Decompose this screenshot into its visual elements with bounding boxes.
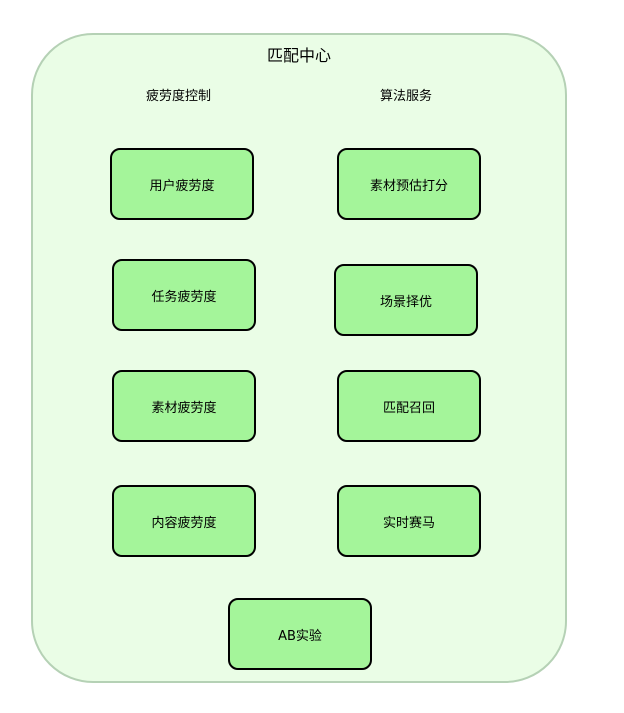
fatigue-control-label: 疲劳度控制: [146, 89, 212, 104]
scene-selection-node: 场景择优: [334, 264, 478, 336]
material-score-node: 素材预估打分: [337, 148, 481, 220]
matching-center-container: [31, 33, 567, 683]
ab-test-node: AB实验: [228, 598, 372, 670]
algorithm-service-label: 算法服务: [380, 89, 433, 104]
task-fatigue-node: 任务疲劳度: [112, 259, 256, 331]
diagram-title: 匹配中心: [266, 46, 331, 65]
user-fatigue-node: 用户疲劳度: [110, 148, 254, 220]
content-fatigue-node: 内容疲劳度: [112, 485, 256, 557]
realtime-race-node: 实时赛马: [337, 485, 481, 557]
material-fatigue-node: 素材疲劳度: [112, 370, 256, 442]
match-recall-node: 匹配召回: [337, 370, 481, 442]
